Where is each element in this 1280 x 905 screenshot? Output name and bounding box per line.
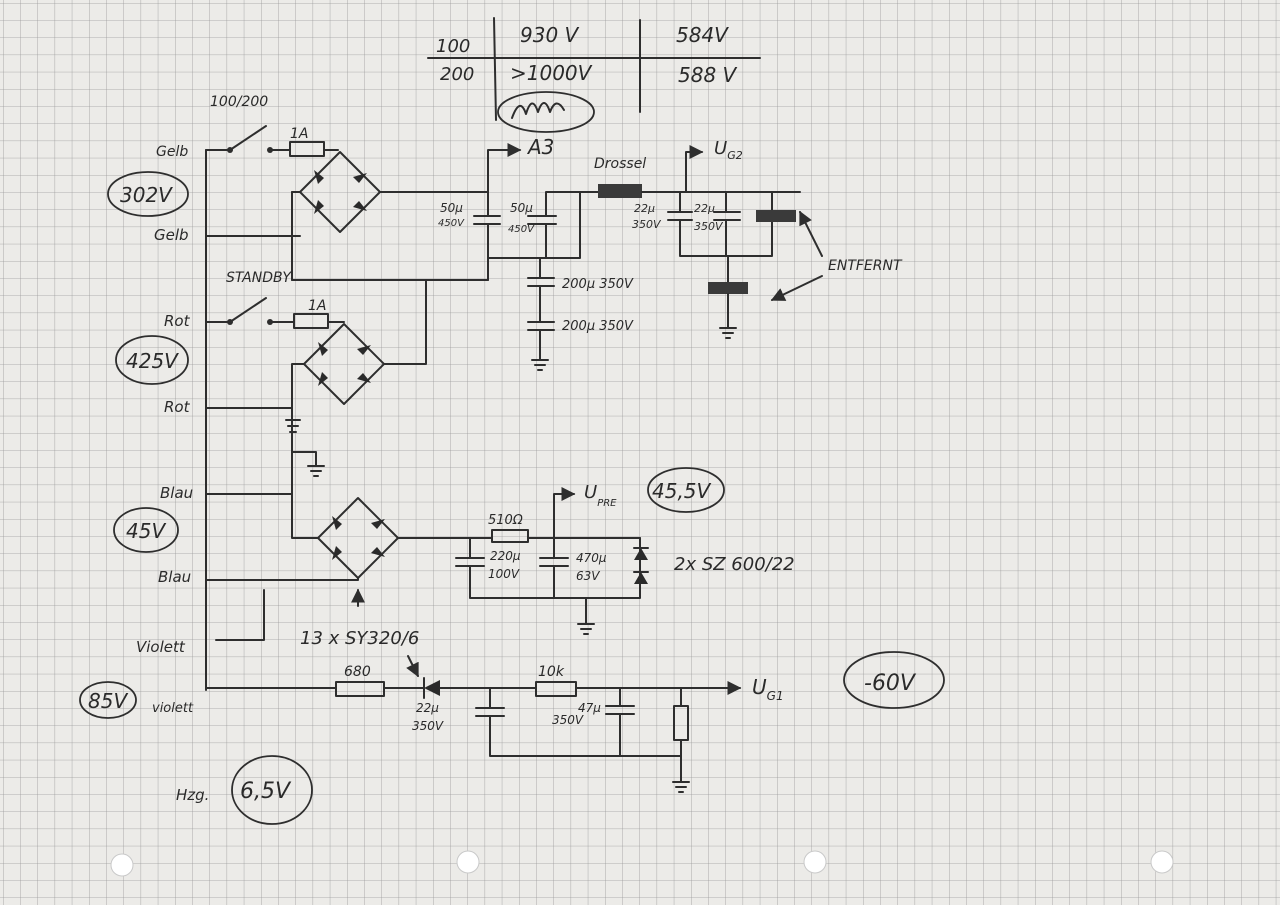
svg-text:680: 680 <box>344 664 371 680</box>
removed-resistor-1 <box>756 210 796 222</box>
capacitor-c4: 200μ 350V <box>527 319 634 334</box>
svg-text:47μ: 47μ <box>578 701 601 715</box>
capacitor-c10: 47μ 350V <box>552 701 635 727</box>
wire-label-blau-1: Blau <box>160 484 193 502</box>
wire-label-blau-2: Blau <box>158 568 191 586</box>
wire-label-gelb-2: Gelb <box>154 226 189 244</box>
capacitor-c8: 470μ 63V <box>539 551 607 583</box>
punch-hole <box>456 850 480 874</box>
svg-text:50μ: 50μ <box>510 201 533 215</box>
svg-text:22μ: 22μ <box>694 202 715 215</box>
capacitor-c1: 50μ 450V <box>438 201 501 229</box>
ug1-label: UG1 <box>752 675 784 703</box>
voltage-badge-gelb: 302V <box>107 171 189 217</box>
svg-text:50μ: 50μ <box>440 201 463 215</box>
svg-text:200μ 350V: 200μ 350V <box>562 277 634 292</box>
voltage-badge-blau: 45V <box>113 507 179 553</box>
svg-text:85V: 85V <box>88 689 128 713</box>
wire-label-violett-2: violett <box>152 701 194 716</box>
svg-text:63V: 63V <box>576 569 600 583</box>
ug2-label: UG2 <box>714 138 743 162</box>
voltage-badge-heater: Hzg. 6,5V <box>176 755 313 825</box>
voltage-badge-ug1: -60V <box>843 651 945 709</box>
wire-label-violett: Violett <box>136 638 186 656</box>
svg-text:450V: 450V <box>438 218 465 229</box>
svg-text:450V: 450V <box>508 224 535 235</box>
svg-text:1A: 1A <box>308 298 326 314</box>
capacitor-c7: 220μ 100V <box>455 549 521 581</box>
voltage-badge-rot: 425V <box>115 335 189 385</box>
punch-hole <box>110 853 134 877</box>
svg-text:Hzg.: Hzg. <box>176 786 209 804</box>
table-row2-c2: >1000V <box>510 61 593 85</box>
svg-text:425V: 425V <box>126 349 179 373</box>
zener-label: 2x SZ 600/22 <box>674 554 795 575</box>
svg-text:302V: 302V <box>120 183 173 207</box>
signature-scribble <box>497 91 595 133</box>
svg-text:220μ: 220μ <box>490 549 521 563</box>
svg-text:350V: 350V <box>552 713 584 727</box>
table-row1-c1: 100 <box>436 36 470 57</box>
svg-text:45V: 45V <box>126 519 166 543</box>
diodes-note: 13 x SY320/6 <box>300 628 419 649</box>
svg-text:350V: 350V <box>412 719 444 733</box>
svg-text:350V: 350V <box>694 220 724 233</box>
svg-text:10k: 10k <box>538 664 565 680</box>
svg-text:Drossel: Drossel <box>594 156 646 172</box>
punch-hole <box>803 850 827 874</box>
choke: Drossel <box>594 156 646 198</box>
switch-standby <box>205 297 295 325</box>
resistor-510: 510Ω <box>488 513 529 543</box>
ground-symbol <box>531 359 549 371</box>
svg-text:200μ 350V: 200μ 350V <box>562 319 634 334</box>
svg-text:100V: 100V <box>488 567 520 581</box>
wire-label-rot-1: Rot <box>164 312 191 330</box>
switch-label-100-200: 100/200 <box>210 94 268 110</box>
removed-label: ENTFERNT <box>828 258 903 274</box>
table-row2-c3: 588 V <box>678 63 738 87</box>
svg-text:470μ: 470μ <box>576 551 607 565</box>
wire-label-rot-2: Rot <box>164 398 191 416</box>
switch-100-200 <box>205 125 291 153</box>
svg-text:6,5V: 6,5V <box>240 779 292 804</box>
svg-text:1A: 1A <box>290 126 308 142</box>
svg-text:22μ: 22μ <box>634 202 655 215</box>
table-row2-c1: 200 <box>440 64 474 85</box>
wire-label-gelb-1: Gelb <box>156 144 188 160</box>
switch-label-standby: STANDBY <box>226 270 292 286</box>
voltage-badge-violett: 85V <box>79 681 137 719</box>
table-row1-c2: 930 V <box>520 23 580 47</box>
svg-text:-60V: -60V <box>864 671 917 696</box>
removed-resistor-2 <box>708 282 748 294</box>
svg-text:510Ω: 510Ω <box>488 513 523 528</box>
diode-g1 <box>423 677 440 699</box>
voltage-badge-upre: 45,5V <box>647 467 725 513</box>
table-row1-c3: 584V <box>676 23 729 47</box>
svg-text:22μ: 22μ <box>416 701 439 715</box>
svg-text:45,5V: 45,5V <box>652 479 712 503</box>
punch-hole <box>1150 850 1174 874</box>
voltage-table: 100 930 V 584V 200 >1000V 588 V <box>427 17 761 133</box>
svg-text:350V: 350V <box>632 218 662 231</box>
capacitor-c2: 50μ 450V <box>508 201 557 235</box>
a3-label: A3 <box>526 135 554 159</box>
zener-diodes <box>633 547 649 584</box>
upre-label: UPRE <box>584 482 617 509</box>
